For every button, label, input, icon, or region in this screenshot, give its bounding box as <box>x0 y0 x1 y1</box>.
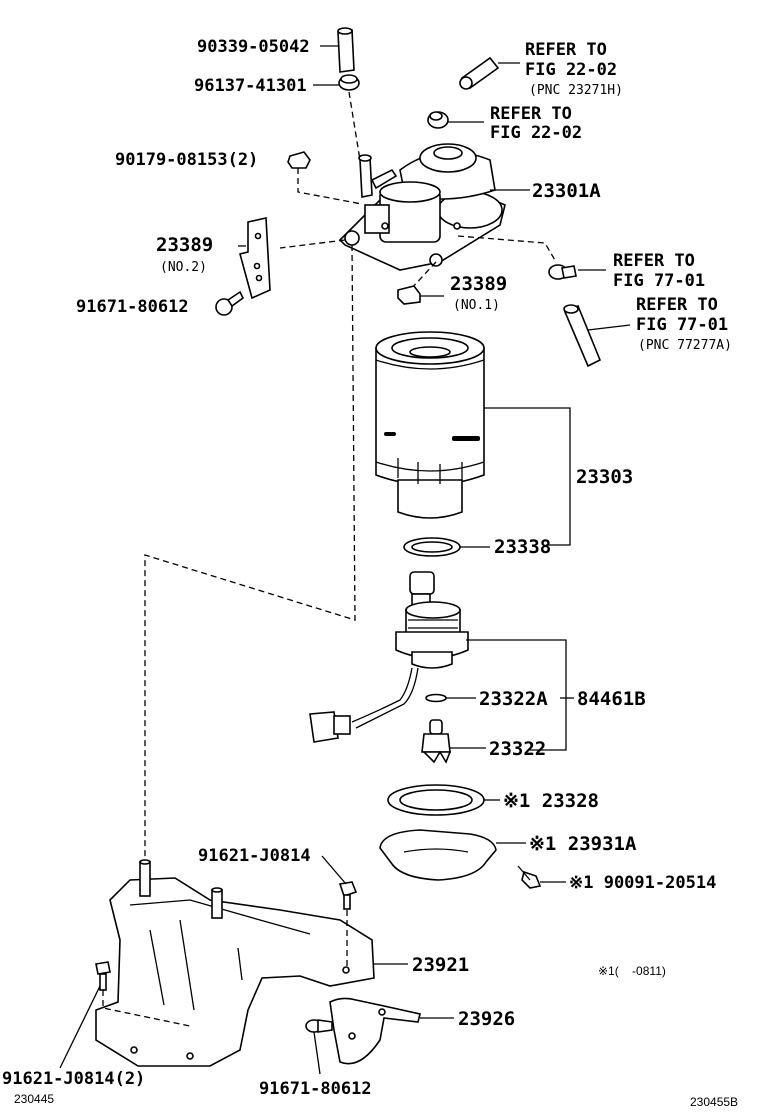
filter-head-23301A <box>338 143 506 271</box>
switch-23322 <box>421 719 452 764</box>
bolt-91621-top <box>338 881 358 910</box>
cover-23931A <box>379 829 497 881</box>
label-refer-3a: REFER TO <box>613 251 695 271</box>
figure-code-right: 230455B <box>690 1095 738 1109</box>
label-refer-4b: FIG 77-01 <box>636 315 728 335</box>
label-23338: 23338 <box>494 536 551 558</box>
label-refer-3b: FIG 77-01 <box>613 271 705 291</box>
label-note-0811: ※1( -0811) <box>598 964 666 978</box>
label-refer-1a: REFER TO <box>525 40 607 60</box>
label-23389-no2: 23389 <box>156 234 213 256</box>
bracket-23389-no2 <box>239 217 271 300</box>
label-refer-1c: (PNC 23271H) <box>529 83 623 98</box>
label-23322: 23322 <box>489 738 546 760</box>
refer-hose-77277A <box>563 304 602 368</box>
label-23322A: 23322A <box>479 688 548 710</box>
label-23926: 23926 <box>458 1008 515 1030</box>
label-refer-1b: FIG 22-02 <box>525 60 617 80</box>
refer-hose-top <box>459 56 500 90</box>
label-90339-05042: 90339-05042 <box>197 37 310 57</box>
label-refer-4c: (PNC 77277A) <box>638 338 732 353</box>
clip-96137 <box>338 74 360 91</box>
hose-90339 <box>337 27 355 73</box>
label-96137-41301: 96137-41301 <box>194 76 307 96</box>
label-23921: 23921 <box>412 954 469 976</box>
bracket-23389-no1 <box>397 285 421 305</box>
oring-23322A <box>425 693 447 703</box>
label-84461B: 84461B <box>577 688 646 710</box>
label-91671-80612-bottom: 91671-80612 <box>259 1079 372 1099</box>
label-23301A: 23301A <box>532 180 601 202</box>
oring-23338 <box>403 537 461 557</box>
label-23389-no1-sub: (NO.1) <box>453 298 500 313</box>
label-23389-no1: 23389 <box>450 273 507 295</box>
bolt-91671-bottom <box>305 1019 333 1033</box>
bolt-90179 <box>287 151 311 169</box>
label-90179-08153: 90179-08153(2) <box>115 150 258 170</box>
label-91671-80612-top: 91671-80612 <box>76 297 189 317</box>
label-90091-20514: ※1 90091-20514 <box>569 873 716 893</box>
filter-cartridge-23303 <box>375 331 485 519</box>
bolt-91671-top <box>215 290 245 316</box>
label-23389-no2-sub: (NO.2) <box>160 260 207 275</box>
clip-refer-77-01 <box>548 264 577 280</box>
bracket-23926 <box>329 997 421 1065</box>
bracket-23921 <box>95 859 375 1067</box>
label-23328: ※1 23328 <box>503 790 599 812</box>
label-23303: 23303 <box>576 466 633 488</box>
label-refer-4a: REFER TO <box>636 295 718 315</box>
screw-90091 <box>517 865 542 889</box>
bolt-91621-left <box>95 961 111 991</box>
sensor-84461B <box>309 571 469 743</box>
clip-refer-22-02 <box>427 111 449 129</box>
label-91621-J0814-bottom: 91621-J0814(2) <box>2 1069 145 1089</box>
gasket-23328 <box>387 784 485 816</box>
label-refer-2a: REFER TO <box>490 104 572 124</box>
label-91621-J0814-top: 91621-J0814 <box>198 846 311 866</box>
label-refer-2b: FIG 22-02 <box>490 123 582 143</box>
label-23931A: ※1 23931A <box>529 833 637 855</box>
figure-code-left: 230445 <box>14 1092 54 1106</box>
